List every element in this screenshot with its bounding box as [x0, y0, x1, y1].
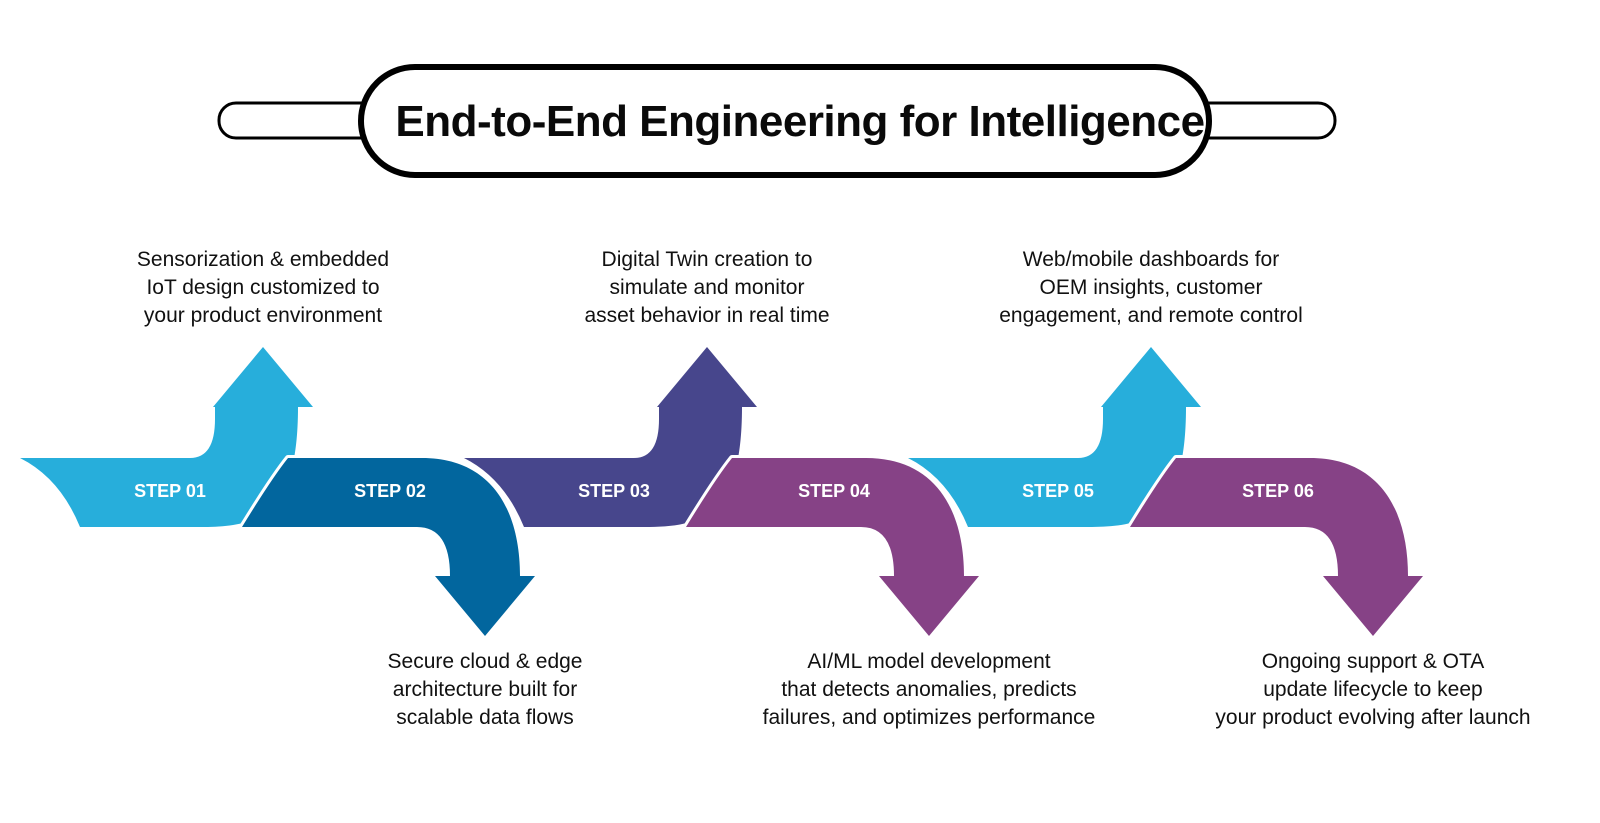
description-line: that detects anomalies, predicts: [781, 678, 1077, 701]
title-frame: [217, 64, 1337, 178]
step-arrow-down-4: [683, 455, 982, 639]
description-line: scalable data flows: [396, 706, 574, 729]
step-label-4: STEP 04: [798, 481, 870, 501]
step-label-6: STEP 06: [1242, 481, 1314, 501]
step-label-3: STEP 03: [578, 481, 650, 501]
description-line: OEM insights, customer: [1039, 276, 1263, 299]
description-line: Ongoing support & OTA: [1261, 650, 1485, 673]
description-line: your product environment: [143, 304, 383, 327]
page-title: End-to-End Engineering for Intelligence: [395, 97, 1205, 146]
step-description-1: Sensorization & embedded IoT design cust…: [63, 246, 463, 330]
description-line: Sensorization & embedded: [136, 248, 390, 271]
step-label-1: STEP 01: [134, 481, 206, 501]
step-arrow-down-2: [239, 455, 538, 639]
step-arrow-down-6: [1127, 455, 1426, 639]
step-label-2: STEP 02: [354, 481, 426, 501]
description-line: AI/ML model development: [807, 650, 1051, 673]
description-line: simulate and monitor: [609, 276, 805, 299]
step-description-5: Web/mobile dashboards for OEM insights, …: [951, 246, 1351, 330]
description-line: asset behavior in real time: [584, 304, 830, 327]
description-line: Secure cloud & edge: [387, 650, 583, 673]
description-line: your product evolving after launch: [1215, 706, 1531, 729]
description-line: architecture built for: [392, 678, 578, 701]
step-description-3: Digital Twin creation to simulate and mo…: [507, 246, 907, 330]
description-line: engagement, and remote control: [999, 304, 1303, 327]
title-banner: End-to-End Engineering for Intelligence: [0, 0, 1600, 200]
step-description-2: Secure cloud & edge architecture built f…: [285, 648, 685, 732]
description-line: Digital Twin creation to: [601, 248, 813, 271]
step-description-4: AI/ML model development that detects ano…: [729, 648, 1129, 732]
description-line: IoT design customized to: [146, 276, 380, 299]
title-pill: [358, 64, 1212, 178]
step-label-5: STEP 05: [1022, 481, 1094, 501]
description-line: Web/mobile dashboards for: [1022, 248, 1280, 271]
description-line: failures, and optimizes performance: [762, 706, 1096, 729]
description-line: update lifecycle to keep: [1263, 678, 1483, 701]
step-description-6: Ongoing support & OTA update lifecycle t…: [1173, 648, 1573, 732]
